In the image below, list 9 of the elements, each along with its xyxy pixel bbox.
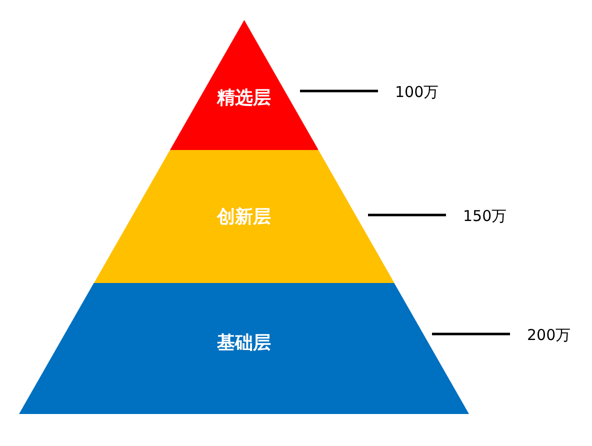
- value-label: 150万: [463, 206, 507, 227]
- leader-line: [432, 332, 510, 336]
- leader-line: [368, 214, 446, 216]
- tier-label: 创新层: [216, 206, 271, 230]
- tier-label: 基础层: [217, 332, 271, 356]
- leader-line: [300, 90, 378, 92]
- tier-label: 精选层: [216, 86, 271, 110]
- value-label: 200万: [527, 324, 571, 346]
- value-label: 100万: [395, 82, 439, 103]
